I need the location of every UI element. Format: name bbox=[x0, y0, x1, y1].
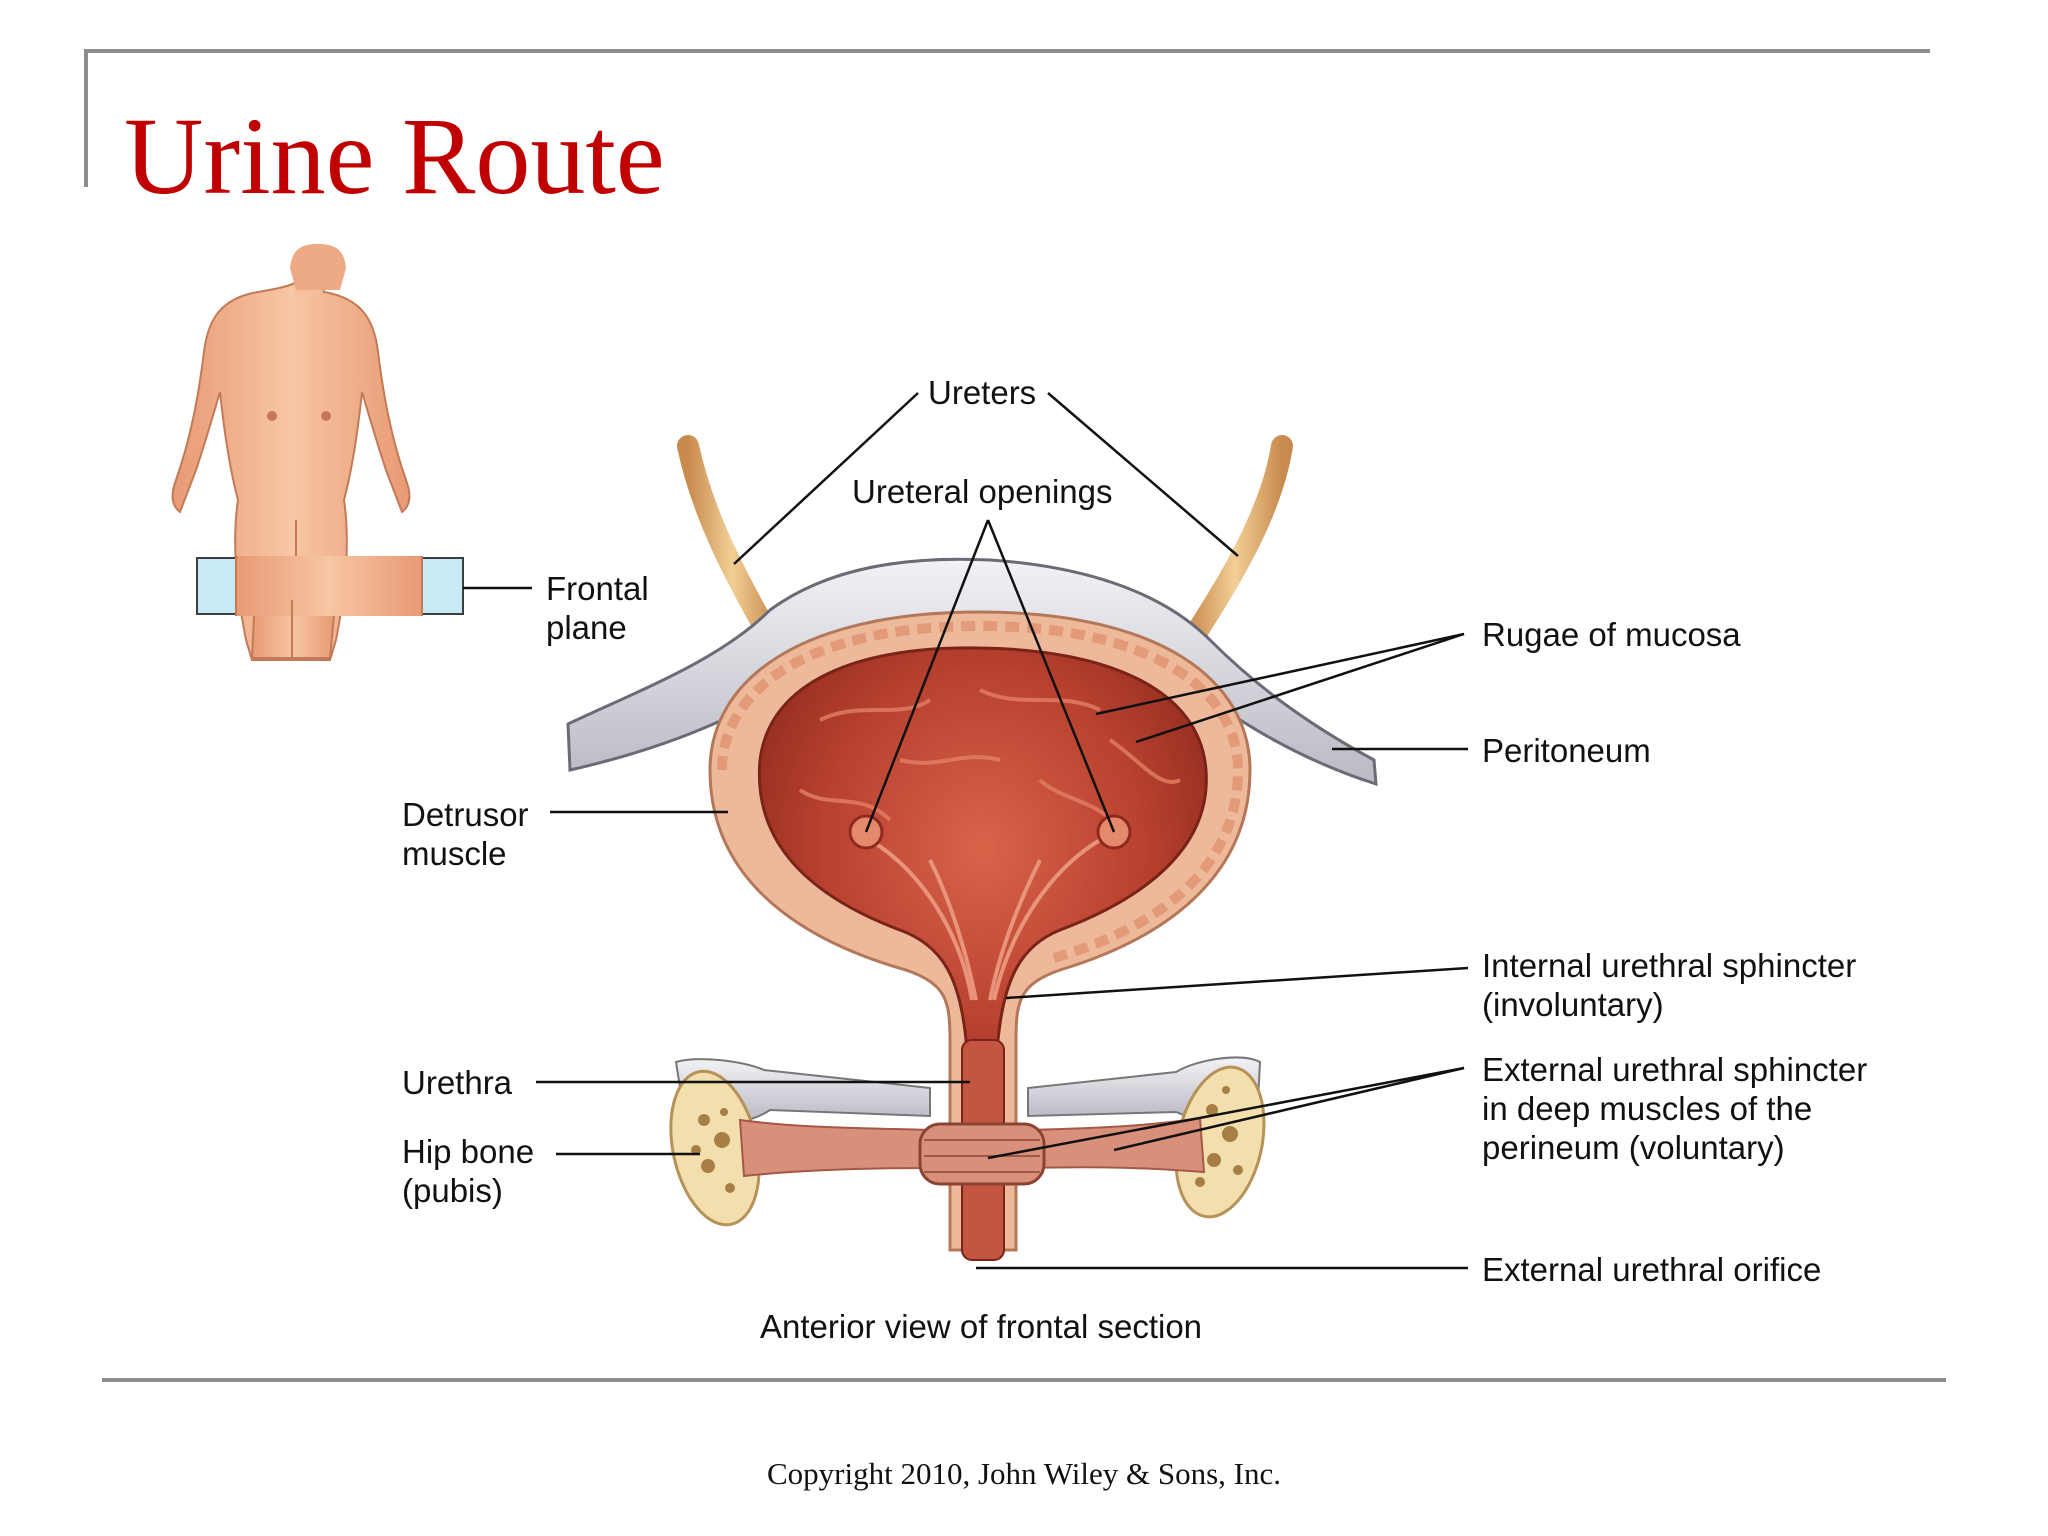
detrusor-texture bbox=[717, 620, 1244, 963]
label-hip-bone: Hip bone (pubis) bbox=[402, 1133, 535, 1209]
external-sphincter-band bbox=[918, 1122, 1046, 1186]
slide-title: Urine Route bbox=[124, 95, 665, 217]
label-peritoneum: Peritoneum bbox=[1482, 732, 1651, 769]
trigone-folds bbox=[868, 838, 1102, 1001]
label-rugae-of-mucosa: Rugae of mucosa bbox=[1482, 616, 1741, 653]
label-frontal-plane: Frontal plane bbox=[546, 570, 649, 646]
slide-frame-left bbox=[84, 49, 88, 187]
slide-frame-top bbox=[86, 49, 1930, 53]
pubis-right bbox=[1027, 1056, 1266, 1219]
leader-lines bbox=[463, 392, 1469, 1270]
frontal-plane-marker bbox=[196, 556, 464, 659]
bladder-mucosa bbox=[757, 646, 1208, 1152]
label-ureteral-openings: Ureteral openings bbox=[852, 473, 1113, 510]
label-internal-urethral-sphincter: Internal urethral sphincter (involuntary… bbox=[1482, 947, 1857, 1023]
slide-frame-bottom bbox=[102, 1378, 1946, 1382]
label-external-urethral-sphincter: External urethral sphincter in deep musc… bbox=[1482, 1051, 1868, 1166]
label-external-urethral-orifice: External urethral orifice bbox=[1482, 1251, 1822, 1288]
figure-caption: Anterior view of frontal section bbox=[760, 1308, 1203, 1345]
rugae bbox=[798, 688, 1181, 832]
label-ureters: Ureters bbox=[928, 374, 1037, 411]
right-ureter bbox=[1177, 435, 1293, 657]
label-detrusor-muscle: Detrusor muscle bbox=[402, 796, 529, 872]
label-urethra: Urethra bbox=[402, 1064, 513, 1101]
copyright-notice: Copyright 2010, John Wiley & Sons, Inc. bbox=[767, 1456, 1281, 1491]
